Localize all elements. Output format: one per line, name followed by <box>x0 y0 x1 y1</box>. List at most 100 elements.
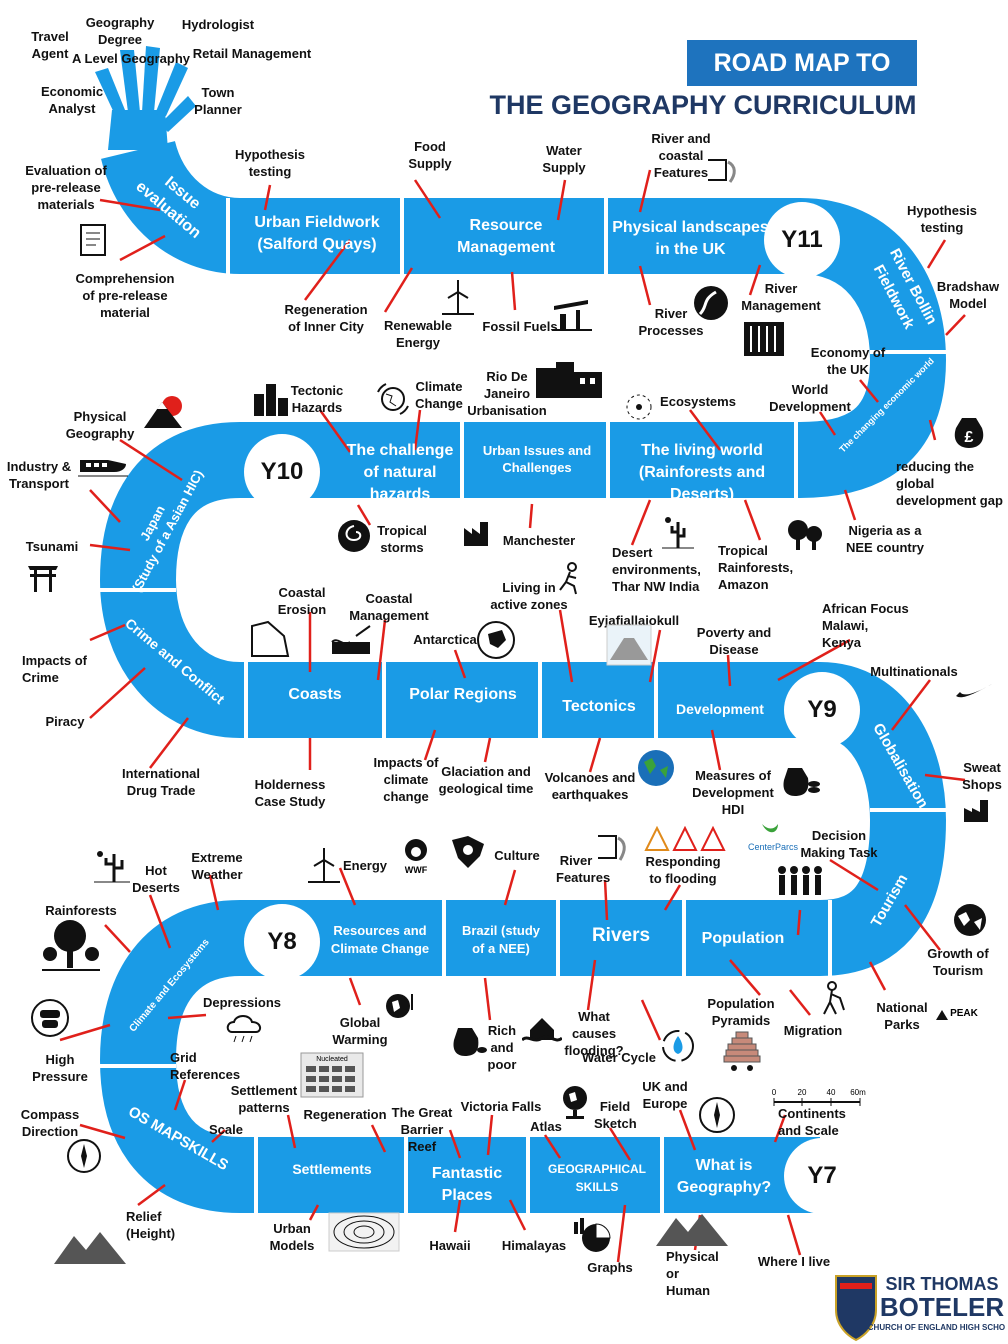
label-global-warming: Global Warming <box>332 1015 388 1047</box>
label-national-parks: National Parks <box>876 1000 928 1032</box>
oil-pump-icon <box>552 300 592 331</box>
river-icon <box>694 286 728 320</box>
label-culture: Culture <box>494 848 540 863</box>
label-rich-poor: Rich and poor <box>487 1023 517 1072</box>
page-title: THE GEOGRAPHY CURRICULUM <box>489 90 917 120</box>
road-y10-section <box>100 422 946 976</box>
cactus-icon <box>94 851 130 883</box>
label-regeneration-ic: Regeneration of Inner City <box>284 302 368 334</box>
label-nigeria: Nigeria as a NEE country <box>845 523 924 555</box>
label-migration: Migration <box>783 1023 843 1038</box>
label-economy-uk: Economy of the UK <box>810 345 886 377</box>
train-icon <box>78 460 128 477</box>
favela-icon <box>536 362 602 398</box>
document-icon <box>80 224 106 256</box>
seawall-icon <box>331 625 371 654</box>
mountains-icon <box>54 1232 126 1264</box>
label-physical-human: Physical or Human <box>666 1249 719 1298</box>
label-relief: Relief (Height) <box>126 1209 176 1241</box>
flood-warning-icon <box>644 826 726 851</box>
label-river-coastal: River and coastal Features <box>651 131 711 180</box>
label-bradshaw: Bradshaw Model <box>936 279 1000 311</box>
label-industry: Industry & Transport <box>6 459 72 491</box>
pie-chart-icon <box>574 1218 611 1252</box>
nike-icon <box>956 684 992 698</box>
label-desert-env: Desert environments, Thar NW India <box>612 545 701 594</box>
label-water-supply: Water Supply <box>542 143 586 175</box>
label-continents: Continents and Scale <box>778 1106 846 1138</box>
mountains-icon <box>656 1214 728 1246</box>
cliff-icon <box>251 620 290 657</box>
segment-challenge-natural: The challenge of natural hazards <box>346 442 454 503</box>
peak-district-icon: PEAK <box>936 1008 979 1020</box>
compass-icon <box>699 1097 735 1133</box>
label-compass: Compass Direction <box>20 1107 80 1139</box>
label-retail: Retail Management <box>192 46 312 61</box>
label-graphs: Graphs <box>587 1260 633 1275</box>
segment-resource-management: Resource Management <box>457 217 555 256</box>
label-hypothesis-2: Hypothesis testing <box>906 203 978 235</box>
cactus-icon <box>662 517 694 549</box>
label-town-planner: Town Planner <box>194 85 242 117</box>
year-badge-y10: Y10 <box>244 434 320 510</box>
segment-population: Population <box>701 930 785 947</box>
school-logo: SIR THOMAS BOTELER CHURCH OF ENGLAND HIG… <box>835 1274 1005 1342</box>
people-icon <box>778 866 822 895</box>
label-world-dev: World Development <box>769 382 851 414</box>
water-drop-icon <box>662 1030 694 1062</box>
segment-urban-fieldwork: Urban Fieldwork (Salford Quays) <box>254 214 380 253</box>
year-badge-y11: Y11 <box>764 202 840 278</box>
dam-icon <box>744 322 784 356</box>
label-regeneration: Regeneration <box>303 1107 387 1122</box>
label-glaciation: Glaciation and geological time <box>438 764 534 796</box>
scale-tick-40: 40 <box>827 1088 836 1097</box>
migrant-icon <box>823 981 845 1015</box>
label-coastal-mgmt: Coastal Management <box>349 591 429 623</box>
label-a-level: A Level Geography <box>72 51 190 66</box>
wwf-icon: WWF <box>405 839 428 875</box>
runner-icon <box>559 562 577 595</box>
segment-urban-issues: Urban Issues and Challenges <box>482 443 592 475</box>
rain-cloud-icon <box>226 1015 262 1043</box>
pound-icon: £ <box>954 418 984 448</box>
label-victoria: Victoria Falls <box>460 1099 542 1114</box>
wwf-text: WWF <box>405 865 428 875</box>
segment-settlements: Settlements <box>292 1161 372 1177</box>
label-coastal-erosion: Coastal Erosion <box>277 585 327 617</box>
segment-geo-skills: GEOGRAPHICAL SKILLS <box>547 1162 646 1194</box>
label-impacts-cc: Impacts of climate change <box>373 755 439 804</box>
traffic-icon <box>31 999 69 1037</box>
brazil-map-icon <box>452 836 484 868</box>
label-growth-tourism: Growth of Tourism <box>927 946 989 978</box>
label-ecosystems: Ecosystems <box>660 394 736 409</box>
label-volcanoes: Volcanoes and earthquakes <box>544 770 636 802</box>
segment-what-is-geo: What is Geography? <box>676 1157 772 1196</box>
segment-brazil: Brazil (study of a NEE) <box>461 923 540 956</box>
label-tsunami: Tsunami <box>25 539 79 554</box>
label-where-live: Where I live <box>757 1254 831 1269</box>
road-y8-section <box>100 900 820 1213</box>
label-african: African Focus Malawi, Kenya <box>822 601 909 650</box>
label-piracy: Piracy <box>45 714 85 729</box>
sweatshop-icon <box>964 800 988 822</box>
label-pop-pyramids: Population Pyramids <box>707 996 775 1028</box>
label-depressions: Depressions <box>202 995 282 1010</box>
label-hypothesis-1: Hypothesis testing <box>234 147 306 179</box>
tree-icon <box>42 920 100 971</box>
label-extreme-weather: Extreme Weather <box>191 850 243 882</box>
segment-physical-landscapes: Physical landscapes in the UK <box>612 219 769 258</box>
label-measures-dev: Measures of Development HDI <box>692 768 774 817</box>
label-field-sketch: Field Sketch <box>594 1099 637 1131</box>
segment-resources-cc: Resources and Climate Change <box>330 923 430 956</box>
label-responding: Responding to flooding <box>645 854 721 886</box>
pathway-hand <box>95 46 196 150</box>
globe-icon <box>638 750 674 786</box>
torii-icon <box>28 566 58 592</box>
label-physical-geo: Physical Geography <box>65 409 135 441</box>
school-name-line3: CHURCH OF ENGLAND HIGH SCHOOL <box>868 1323 1005 1332</box>
center-parcs-text: CenterParcs <box>748 842 798 852</box>
label-rio: Rio De Janeiro Urbanisation <box>467 369 547 418</box>
volcano-icon <box>606 624 652 666</box>
ecosystem-icon <box>626 394 652 420</box>
